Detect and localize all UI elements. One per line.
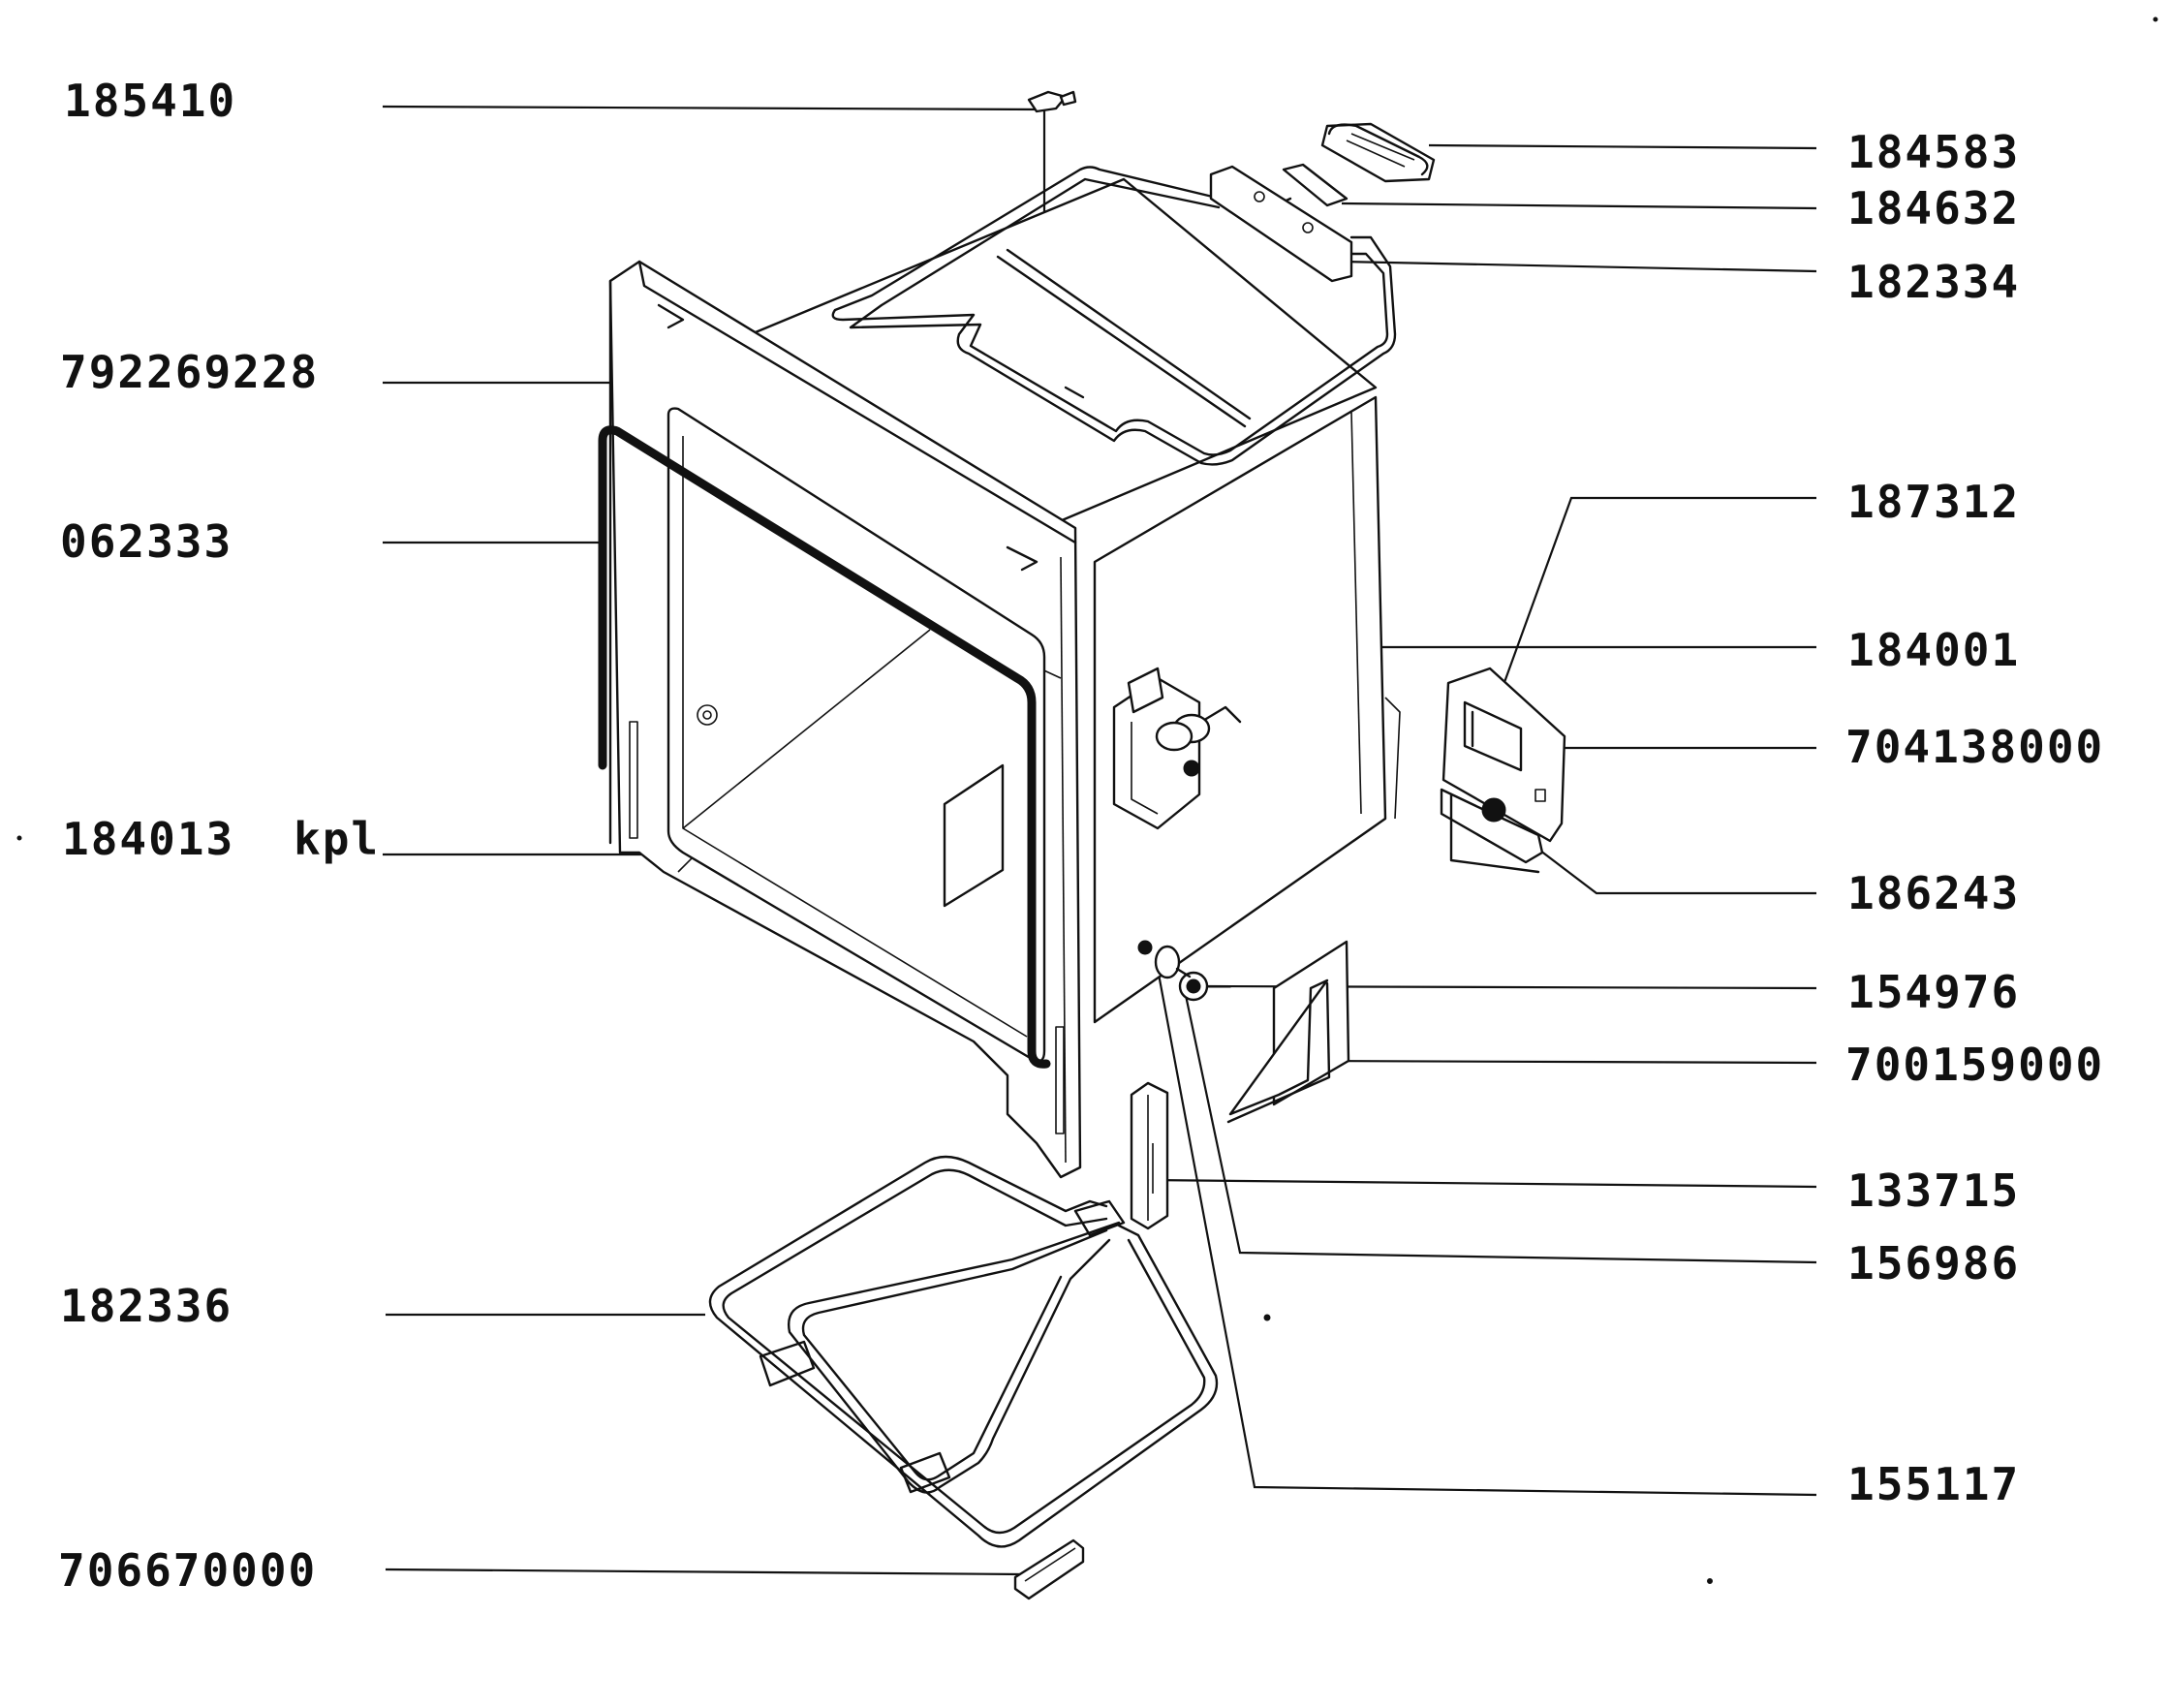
support-bracket	[1130, 1081, 1169, 1230]
top-clip	[1027, 90, 1077, 113]
leader-187312	[1490, 496, 1816, 718]
part-label-792269228: 792269228	[60, 346, 319, 398]
part-label-184013: 184013	[62, 813, 234, 865]
thermostat	[1112, 667, 1242, 830]
bottom-heating-element	[708, 1155, 1219, 1548]
leader-184583	[1428, 143, 1817, 150]
part-label-133715: 133715	[1847, 1165, 2020, 1217]
part-label-185410: 185410	[64, 75, 236, 127]
leader-184632	[1341, 202, 1817, 210]
part-label-706670000: 706670000	[58, 1544, 317, 1597]
part-label-182334: 182334	[1847, 256, 2020, 308]
terminal-clip	[1282, 163, 1348, 207]
part-label-155117: 155117	[1847, 1458, 2020, 1510]
cutout-plate	[1440, 667, 1566, 874]
back-cover	[1226, 940, 1350, 1124]
part-label-184001: 184001	[1847, 624, 2020, 676]
fuse-block	[1463, 700, 1523, 772]
terminal-plate	[1209, 165, 1353, 283]
part-label-700159000: 700159000	[1845, 1039, 2104, 1091]
leader-706670000	[385, 1568, 1023, 1576]
door-seal-gasket	[598, 425, 1051, 1069]
rating-plate	[943, 763, 1005, 908]
part-label-156986: 156986	[1847, 1237, 2020, 1289]
part-label-154976: 154976	[1847, 966, 2020, 1018]
part-label-187312: 187312	[1847, 476, 2020, 528]
leader-133715	[1147, 1178, 1817, 1189]
leader-185410	[382, 105, 1046, 242]
part-label-186243: 186243	[1847, 867, 2020, 919]
cavity-side-panel	[1093, 395, 1387, 1024]
part-label-704138000: 704138000	[1845, 721, 2104, 773]
terminal-cover	[1320, 122, 1436, 183]
lamp-fitting	[1137, 940, 1209, 1002]
part-label-184583: 184583	[1847, 126, 2020, 178]
part-label-184632: 184632	[1847, 182, 2020, 234]
leader-700159000	[1307, 1059, 1817, 1065]
leader-182334	[1341, 260, 1817, 273]
spring-clip	[1481, 797, 1506, 823]
leader-155117	[1156, 968, 1817, 1497]
part-label-kpl: kpl	[294, 813, 380, 865]
oven-cavity-drawing	[598, 90, 1566, 1600]
part-label-062333: 062333	[60, 515, 232, 568]
part-label-182336: 182336	[60, 1280, 232, 1332]
leader-156986	[1182, 985, 1817, 1264]
